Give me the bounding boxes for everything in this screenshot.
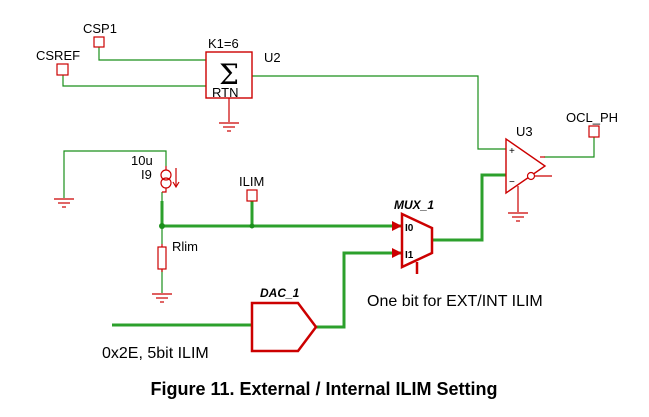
i9-ref-label: I9 xyxy=(141,167,152,182)
mux-body xyxy=(400,212,434,269)
pin-label-csref: CSREF xyxy=(36,48,80,63)
comparator-u3: + − U3 xyxy=(505,124,552,222)
pin-csp1 xyxy=(93,36,105,48)
dac-note: 0x2E, 5bit ILIM xyxy=(102,345,209,362)
resistor-rlim: Rlim xyxy=(157,239,198,272)
junction-dot xyxy=(159,223,165,229)
rlim-body xyxy=(157,246,167,270)
pin-ocl-ph xyxy=(588,125,600,138)
mux-note: One bit for EXT/INT ILIM xyxy=(367,293,543,310)
comparator-plus: + xyxy=(509,146,515,157)
dac-1: DAC_1 xyxy=(250,286,318,353)
figure-caption: Figure 11. External / Internal ILIM Sett… xyxy=(150,379,497,399)
mux-1: I0 I1 MUX_1 xyxy=(392,198,434,274)
bus-dac-to-i1 xyxy=(316,251,402,329)
summer-gain-label: K1=6 xyxy=(208,36,239,51)
ground-icon xyxy=(219,122,239,132)
summer-ref-label: U2 xyxy=(264,50,281,65)
current-source-i9: 10u I9 xyxy=(131,153,180,193)
junction-dot-ilim xyxy=(249,223,255,229)
wire-csp1 xyxy=(98,46,206,61)
comparator-minus: − xyxy=(509,177,515,188)
sigma-symbol: Σ xyxy=(219,58,239,91)
arrow-right-icon xyxy=(392,221,402,231)
bus-mux-to-u3 xyxy=(432,173,506,242)
i9-value-label: 10u xyxy=(131,153,153,168)
ground-icon xyxy=(152,293,172,303)
bus-node-to-i0 xyxy=(160,201,392,228)
pins xyxy=(56,36,600,202)
pin-csref xyxy=(56,63,69,76)
rlim-label: Rlim xyxy=(172,239,198,254)
wire-i9-to-ground xyxy=(63,150,167,198)
pin-ilim xyxy=(246,189,258,202)
pin-label-ocl-ph: OCL_PH xyxy=(566,110,618,125)
wire-csref xyxy=(62,74,206,87)
wire-u2-to-u3 xyxy=(252,75,506,150)
mux-input1-label: I1 xyxy=(405,250,414,261)
arrow-right-icon xyxy=(392,248,402,258)
dac-body xyxy=(250,301,318,353)
summer-u2: Σ RTN K1=6 U2 xyxy=(205,36,281,132)
mux-input0-label: I0 xyxy=(405,223,414,234)
ground-icon xyxy=(508,212,528,222)
wire-u3-out-ocl xyxy=(544,137,595,158)
i9-lead-bottom xyxy=(162,188,167,193)
comparator-ref-label: U3 xyxy=(516,124,533,139)
mux-ref-label: MUX_1 xyxy=(394,198,434,212)
comparator-bubble xyxy=(526,171,536,181)
comparator-body xyxy=(505,137,547,195)
dac-ref-label: DAC_1 xyxy=(260,286,300,300)
i9-circle-upper xyxy=(160,169,172,181)
pin-label-csp1: CSP1 xyxy=(83,21,117,36)
ground-icon xyxy=(54,198,74,208)
summer-rtn-label: RTN xyxy=(212,85,238,100)
pin-label-ilim: ILIM xyxy=(239,174,264,189)
arrow-down-icon xyxy=(172,168,180,189)
signal-wires xyxy=(62,46,595,293)
